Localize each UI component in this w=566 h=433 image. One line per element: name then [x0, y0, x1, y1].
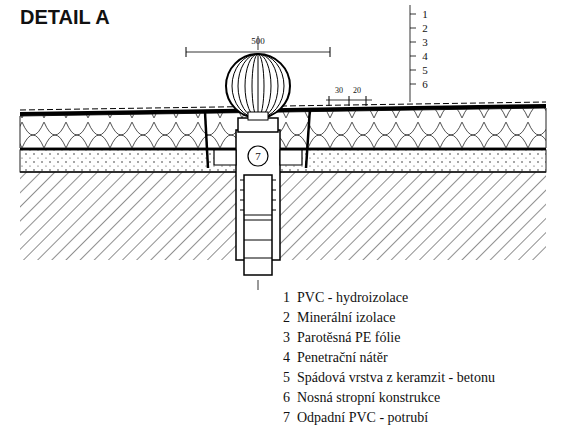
callout-number: 7	[255, 150, 261, 162]
title: DETAIL A	[20, 6, 110, 28]
callout-number: 4	[422, 50, 428, 62]
slab-hatch	[20, 172, 546, 260]
callout-number: 6	[422, 78, 428, 90]
dimension: 30	[335, 87, 343, 96]
callout-number: 3	[422, 36, 428, 48]
turbine-vent	[226, 54, 290, 120]
legend-item: 2 Minerální izolace	[283, 310, 395, 325]
dimension: 20	[353, 87, 361, 96]
screed-layer	[20, 150, 546, 172]
callout-number: 2	[422, 22, 428, 34]
legend-item: 6 Nosná stropní konstrukce	[283, 390, 440, 405]
dimension: 500	[251, 37, 265, 47]
callout-number: 5	[422, 64, 428, 76]
legend-item: 4 Penetrační nátěr	[283, 350, 388, 365]
waste-pipe	[244, 175, 272, 275]
legend-item: 7 Odpadní PVC - potrubí	[283, 410, 428, 425]
legend-item: 1 PVC - hydroizolace	[283, 290, 408, 305]
legend-item: 5 Spádová vrstva z keramzit - betonu	[283, 370, 495, 385]
legend-item: 3 Parotěsná PE fólie	[283, 330, 400, 345]
callout-number: 1	[422, 8, 428, 20]
